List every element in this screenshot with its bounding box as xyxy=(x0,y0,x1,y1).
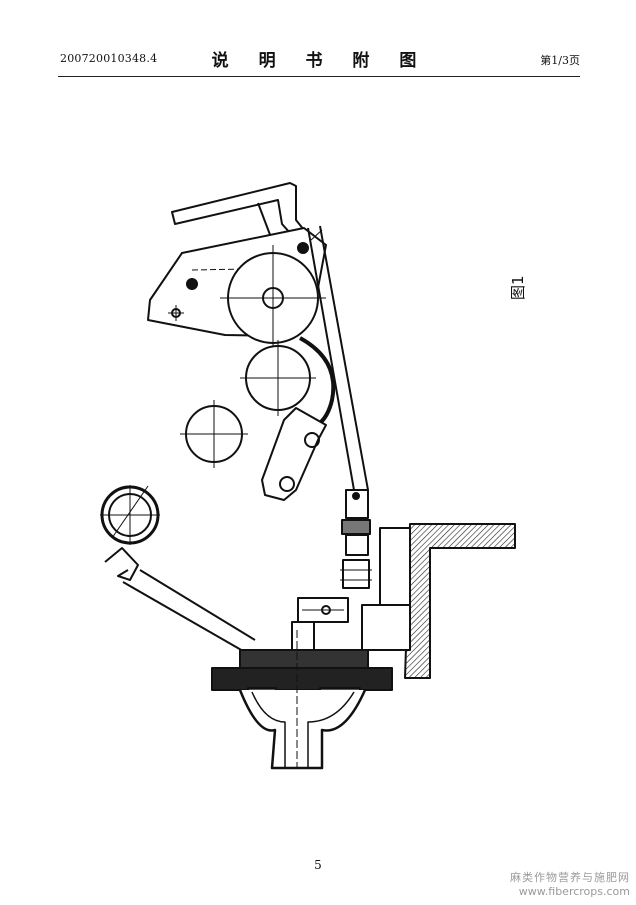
connecting-rod xyxy=(307,225,372,589)
free-roller xyxy=(180,400,248,468)
page-number: 5 xyxy=(314,858,322,872)
page-info: 第1/3页 xyxy=(540,54,580,67)
feed-roll xyxy=(100,485,160,545)
watermark-line-1: 麻类作物营养与施肥网 xyxy=(510,871,630,884)
page-title: 说 明 书 附 图 xyxy=(211,51,429,71)
page-header: 200720010348.4 说 明 书 附 图 第1/3页 xyxy=(60,46,580,74)
pressing-arm xyxy=(261,407,327,501)
figure-label: 图1 xyxy=(509,275,527,300)
watermark: 麻类作物营养与施肥网 www.fibercrops.com xyxy=(510,871,630,899)
top-roller xyxy=(220,242,326,351)
application-number: 200720010348.4 xyxy=(60,52,158,65)
frame-bracket xyxy=(297,523,516,679)
header-rule xyxy=(58,76,580,77)
watermark-line-2: www.fibercrops.com xyxy=(518,885,630,898)
guide-rail xyxy=(104,547,256,656)
spindle-housing xyxy=(211,621,393,770)
middle-roller xyxy=(240,336,336,432)
